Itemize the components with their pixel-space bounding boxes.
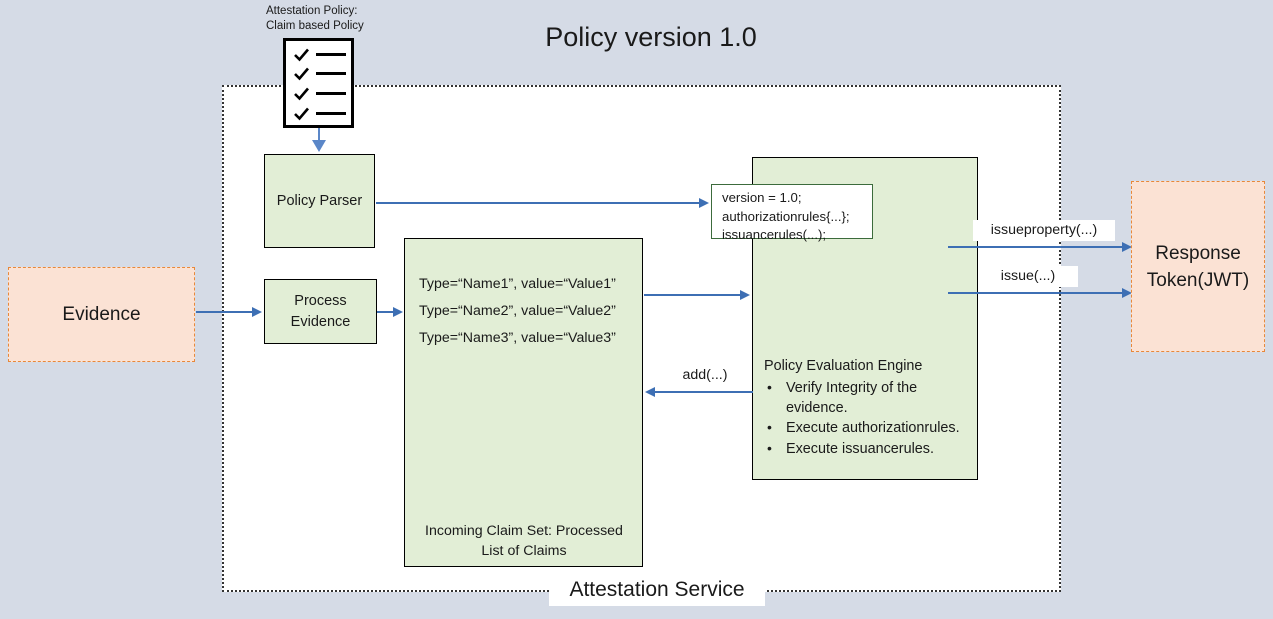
engine-bullet: Verify Integrity of the evidence. bbox=[763, 378, 975, 418]
process-evidence-node: Process Evidence bbox=[264, 279, 377, 344]
engine-title: Policy Evaluation Engine bbox=[764, 358, 923, 374]
parsed-policy-line: issuancerules(...); bbox=[722, 227, 827, 242]
attestation-policy-caption-line1: Attestation Policy: bbox=[266, 5, 358, 17]
checklist-line bbox=[316, 92, 346, 96]
checklist-icon bbox=[283, 38, 354, 128]
claim-item: Type=“Name1”, value=“Value1” bbox=[419, 276, 616, 292]
arrow-issueproperty-line bbox=[948, 246, 1124, 248]
arrow-policy-to-parser-line bbox=[318, 128, 321, 148]
claim-set-caption: Incoming Claim Set: Processed List of Cl… bbox=[417, 521, 631, 561]
incoming-claim-set-node: Type=“Name1”, value=“Value1” Type=“Name2… bbox=[404, 238, 643, 567]
engine-bullet-list: Verify Integrity of the evidence. Execut… bbox=[763, 378, 975, 460]
process-evidence-label-line2: Evidence bbox=[290, 313, 351, 330]
check-icon bbox=[294, 48, 309, 62]
arrow-issue-head bbox=[1122, 288, 1132, 298]
checklist-row bbox=[294, 67, 350, 81]
checklist-row bbox=[294, 107, 350, 121]
checklist-row bbox=[294, 87, 350, 101]
claim-item: Type=“Name3”, value=“Value3” bbox=[419, 330, 616, 346]
arrow-process-to-claimset-line bbox=[377, 311, 395, 313]
evidence-label: Evidence bbox=[62, 303, 141, 325]
checklist-line bbox=[316, 112, 346, 116]
claim-set-caption-line1: Incoming Claim Set: Processed bbox=[425, 523, 623, 539]
arrow-claimset-to-engine-line bbox=[644, 294, 741, 296]
engine-bullet: Execute issuancerules. bbox=[763, 439, 975, 460]
check-icon bbox=[294, 67, 309, 81]
check-icon bbox=[294, 87, 309, 101]
response-token-label-line2: Token(JWT) bbox=[1146, 269, 1250, 291]
arrow-label-issue: issue(...) bbox=[978, 266, 1078, 287]
attestation-service-label: Attestation Service bbox=[549, 573, 765, 606]
response-token-label-line1: Response bbox=[1155, 242, 1241, 264]
arrow-engine-to-claimset-line bbox=[655, 391, 753, 393]
arrow-label-add: add(...) bbox=[662, 365, 748, 386]
arrow-policy-to-parser-head bbox=[312, 140, 326, 152]
parsed-policy-box: version = 1.0; authorizationrules{...}; … bbox=[711, 184, 873, 242]
page-title: Policy version 1.0 bbox=[545, 22, 757, 52]
arrow-evidence-to-process-head bbox=[252, 307, 262, 317]
policy-parser-label: Policy Parser bbox=[276, 193, 363, 209]
evidence-node: Evidence bbox=[8, 267, 195, 362]
arrow-claimset-to-engine-head bbox=[740, 290, 750, 300]
process-evidence-label-line1: Process bbox=[294, 292, 347, 309]
arrow-evidence-to-process-line bbox=[196, 311, 254, 313]
claim-set-caption-line2: List of Claims bbox=[481, 543, 567, 559]
parsed-policy-line: authorizationrules{...}; bbox=[722, 208, 850, 224]
claim-list: Type=“Name1”, value=“Value1” Type=“Name2… bbox=[419, 271, 631, 352]
arrow-process-to-claimset-head bbox=[393, 307, 403, 317]
checklist-line bbox=[316, 53, 346, 57]
claim-item: Type=“Name2”, value=“Value2” bbox=[419, 303, 616, 319]
arrow-label-issueproperty: issueproperty(...) bbox=[973, 220, 1115, 241]
arrow-issue-line bbox=[948, 292, 1124, 294]
response-token-node: Response Token(JWT) bbox=[1131, 181, 1265, 352]
arrow-issueproperty-head bbox=[1122, 242, 1132, 252]
check-icon bbox=[294, 107, 309, 121]
engine-bullet: Execute authorizationrules. bbox=[763, 418, 975, 439]
arrow-engine-to-claimset-head bbox=[645, 387, 655, 397]
arrow-parser-to-policy-head bbox=[699, 198, 709, 208]
arrow-parser-to-policy-line bbox=[376, 202, 701, 204]
attestation-policy-caption-line2: Claim based Policy bbox=[266, 20, 364, 32]
parsed-policy-line: version = 1.0; bbox=[722, 190, 802, 205]
checklist-row bbox=[294, 48, 350, 62]
policy-parser-node: Policy Parser bbox=[264, 154, 375, 248]
attestation-policy-caption: Attestation Policy: Claim based Policy bbox=[266, 4, 456, 34]
checklist-line bbox=[316, 72, 346, 76]
